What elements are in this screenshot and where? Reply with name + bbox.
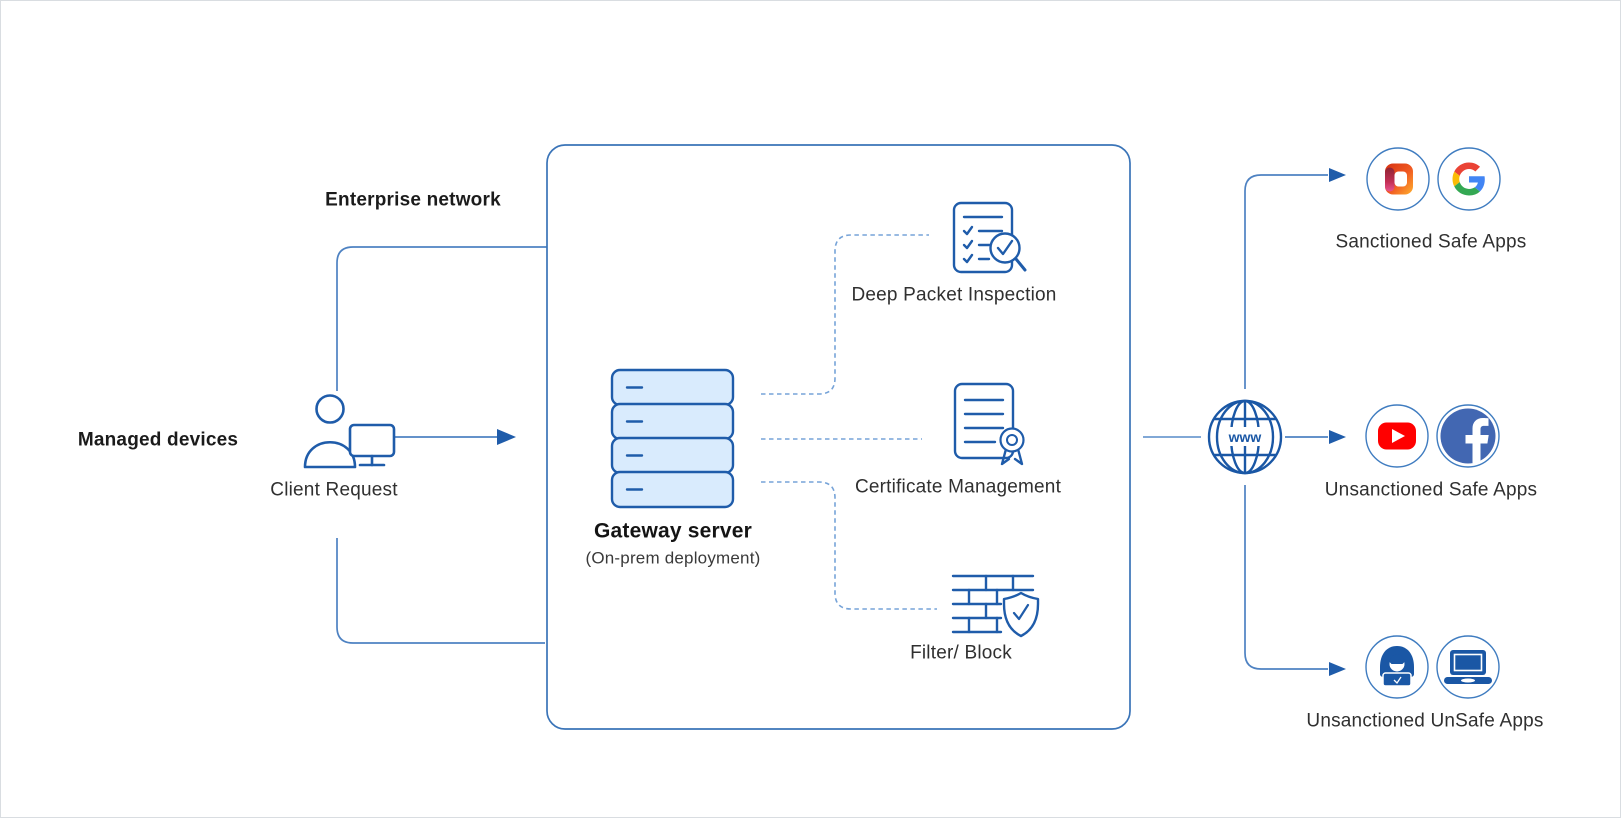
internet-destination-arrows — [1244, 168, 1346, 676]
gateway-function-connectors — [761, 234, 937, 610]
google-logo — [1452, 162, 1485, 196]
gateway-server-box — [546, 144, 1131, 730]
deep-packet-inspection-label: Deep Packet Inspection — [851, 284, 1057, 306]
arrow-sanctioned-safe — [1244, 174, 1328, 389]
filter-block-label: Filter/ Block — [910, 642, 1012, 664]
laptop-icon — [1444, 650, 1492, 684]
connector-deep-packet-inspection — [761, 234, 929, 395]
firewall-shield-icon — [951, 574, 1040, 638]
checklist-magnifier-icon — [952, 201, 1027, 274]
connector-filter-block — [761, 481, 937, 610]
gateway-server-title: Gateway server — [593, 519, 753, 543]
hacker-icon — [1380, 646, 1415, 687]
person-with-monitor-icon — [303, 394, 396, 469]
certificate-ribbon-icon — [953, 382, 1025, 466]
microsoft-office-logo — [1385, 163, 1413, 195]
server-stack-icon — [610, 368, 735, 509]
enterprise-network-label: Enterprise network — [325, 189, 501, 211]
globe-www-icon: www — [1207, 399, 1283, 475]
certificate-management-label: Certificate Management — [854, 476, 1062, 498]
gateway-server-subtitle: (On-prem deployment) — [585, 548, 761, 568]
enterprise-network-bracket — [336, 246, 547, 644]
unsanctioned-unsafe-apps-label: Unsanctioned UnSafe Apps — [1306, 710, 1544, 732]
arrow-unsanctioned-unsafe — [1244, 485, 1328, 670]
globe-www-text: www — [1228, 429, 1262, 445]
facebook-logo — [1440, 408, 1496, 464]
client-to-gateway-arrow — [389, 429, 516, 445]
client-request-label: Client Request — [270, 479, 398, 501]
sanctioned-safe-apps-label: Sanctioned Safe Apps — [1335, 231, 1527, 253]
managed-devices-label: Managed devices — [77, 429, 239, 451]
youtube-logo — [1378, 422, 1416, 450]
unsanctioned-safe-apps-label: Unsanctioned Safe Apps — [1324, 479, 1538, 501]
